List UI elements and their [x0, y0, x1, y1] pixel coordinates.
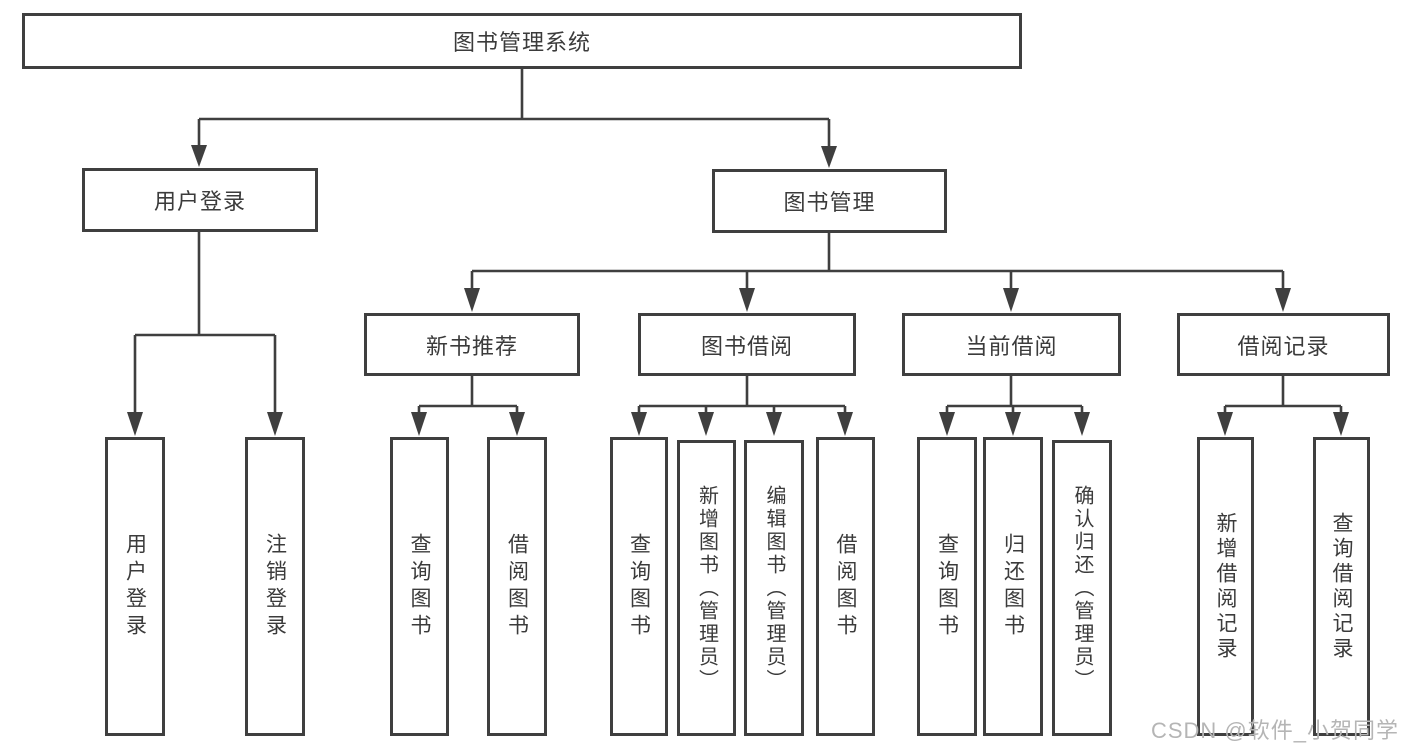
arrowhead-icon [1003, 288, 1019, 312]
arrowhead-icon [267, 412, 283, 436]
arrowhead-icon [1333, 412, 1349, 436]
node-label: 借阅记录 [1237, 333, 1330, 359]
node-label: 新书推荐 [425, 333, 518, 359]
leaf-nbr-borrow-books: 借阅图书 [487, 437, 547, 736]
node-label: 确认归还（管理员） [1071, 484, 1093, 692]
node-borrow-records: 借阅记录 [1177, 313, 1390, 376]
arrowhead-icon [509, 412, 525, 436]
watermark: CSDN @软件_小贺同学 [1150, 718, 1399, 743]
leaf-bb-add-books: 新增图书（管理员） [677, 440, 736, 736]
arrowhead-icon [411, 412, 427, 436]
leaf-user-login: 用户登录 [105, 437, 165, 736]
leaf-bb-borrow-books: 借阅图书 [816, 437, 875, 736]
arrowhead-icon [191, 145, 207, 167]
arrowhead-icon [739, 288, 755, 312]
node-user-login: 用户登录 [82, 168, 318, 232]
node-label: 借阅图书 [505, 532, 529, 641]
node-label: 归还图书 [1001, 532, 1025, 641]
node-label: 图书管理 [783, 190, 876, 215]
node-label: 图书借阅 [700, 333, 793, 359]
node-label: 新增图书（管理员） [695, 484, 718, 692]
leaf-bb-edit-books: 编辑图书（管理员） [744, 440, 804, 736]
node-book-management: 图书管理 [712, 169, 947, 233]
node-label: 注销登录 [263, 532, 287, 641]
node-label: 新增借阅记录 [1214, 511, 1237, 662]
node-new-book-recommend: 新书推荐 [364, 313, 580, 376]
node-label: 编辑图书（管理员） [763, 484, 785, 692]
node-label: 图书管理系统 [452, 30, 591, 55]
node-book-borrow: 图书借阅 [638, 313, 856, 376]
arrowhead-icon [1074, 412, 1090, 436]
leaf-logout: 注销登录 [245, 437, 305, 736]
arrowhead-icon [766, 412, 782, 436]
leaf-cb-return-books: 归还图书 [983, 437, 1043, 736]
node-label: 查询借阅记录 [1330, 511, 1353, 662]
node-current-borrow: 当前借阅 [902, 313, 1121, 376]
arrowhead-icon [821, 146, 837, 168]
node-label: 当前借阅 [965, 333, 1058, 359]
leaf-nbr-query-books: 查询图书 [390, 437, 449, 736]
node-label: 借阅图书 [834, 532, 857, 641]
leaf-cb-query-books: 查询图书 [917, 437, 977, 736]
arrowhead-icon [837, 412, 853, 436]
arrowhead-icon [698, 412, 714, 436]
node-label: 查询图书 [408, 532, 431, 641]
arrowhead-icon [1005, 412, 1021, 436]
arrowhead-icon [127, 412, 143, 436]
leaf-bb-query-books: 查询图书 [610, 437, 668, 736]
arrowhead-icon [1217, 412, 1233, 436]
node-label: 用户登录 [153, 189, 246, 214]
leaf-br-query-record: 查询借阅记录 [1313, 437, 1370, 736]
node-label: 查询图书 [627, 532, 651, 641]
node-library-system: 图书管理系统 [22, 13, 1022, 69]
leaf-br-add-record: 新增借阅记录 [1197, 437, 1254, 736]
node-label: 查询图书 [935, 532, 959, 641]
arrowhead-icon [939, 412, 955, 436]
node-label: 用户登录 [123, 532, 147, 641]
arrowhead-icon [1275, 288, 1291, 312]
arrowhead-icon [631, 412, 647, 436]
leaf-cb-confirm-return: 确认归还（管理员） [1052, 440, 1112, 736]
arrowhead-icon [464, 288, 480, 312]
